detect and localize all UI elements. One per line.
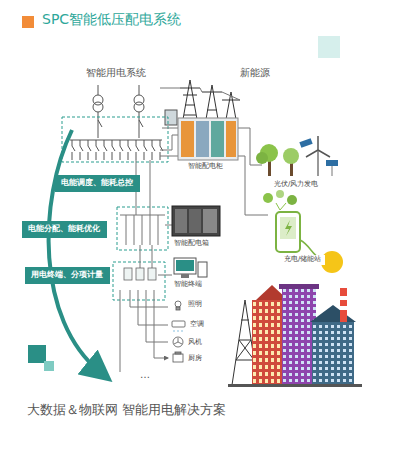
node-text: 电能调度、能耗总控	[61, 179, 134, 188]
device-caption: 风机	[186, 338, 205, 348]
device-caption: 厨房	[186, 354, 205, 364]
device-caption: 光伏/风力发电	[272, 180, 322, 190]
node-text: 照明	[188, 301, 203, 309]
feeder-line	[128, 140, 131, 160]
device-caption: 智能终端	[172, 280, 205, 290]
feeder-line	[88, 140, 91, 160]
function-band: 用电终端、分项计量	[25, 267, 110, 284]
section-label: 新能源	[240, 66, 270, 80]
dots: …	[140, 369, 150, 380]
node-text: 智能配电柜	[188, 163, 224, 171]
device-caption: 照明	[186, 300, 205, 310]
diagram-title: SPC智能低压配电系统	[42, 11, 181, 29]
feeder-line	[136, 140, 139, 160]
node-text: 风机	[188, 339, 203, 347]
section-label: 智能用电系统	[86, 66, 146, 80]
feeder-line	[152, 140, 155, 160]
device-caption: 智能配电箱	[172, 239, 212, 249]
function-band: 电能调度、能耗总控	[55, 175, 140, 192]
node-text: 空调	[190, 321, 205, 329]
feeder-line	[120, 140, 123, 160]
node-text: 光伏/风力发电	[274, 181, 320, 189]
function-band: 电能分配、能耗优化	[22, 221, 107, 238]
feeder-line	[96, 140, 99, 160]
feeder-line	[112, 140, 115, 160]
feeder-line	[144, 140, 147, 160]
node-text: 电能分配、能耗优化	[28, 225, 101, 234]
feeder-line	[72, 140, 75, 160]
node-text: 智能配电箱	[174, 240, 210, 248]
node-text: 充电/储能站	[284, 256, 323, 264]
device-caption: 充电/储能站	[282, 255, 325, 265]
feeder-line	[104, 140, 107, 160]
node-text: 厨房	[188, 355, 203, 363]
node-text: 用电终端、分项计量	[31, 271, 104, 280]
device-caption: 空调	[188, 320, 207, 330]
caption: 大数据＆物联网 智能用电解决方案	[27, 400, 242, 420]
node-text: 智能终端	[174, 281, 203, 289]
feeder-line	[80, 140, 83, 160]
device-caption: 智能配电柜	[186, 162, 226, 172]
